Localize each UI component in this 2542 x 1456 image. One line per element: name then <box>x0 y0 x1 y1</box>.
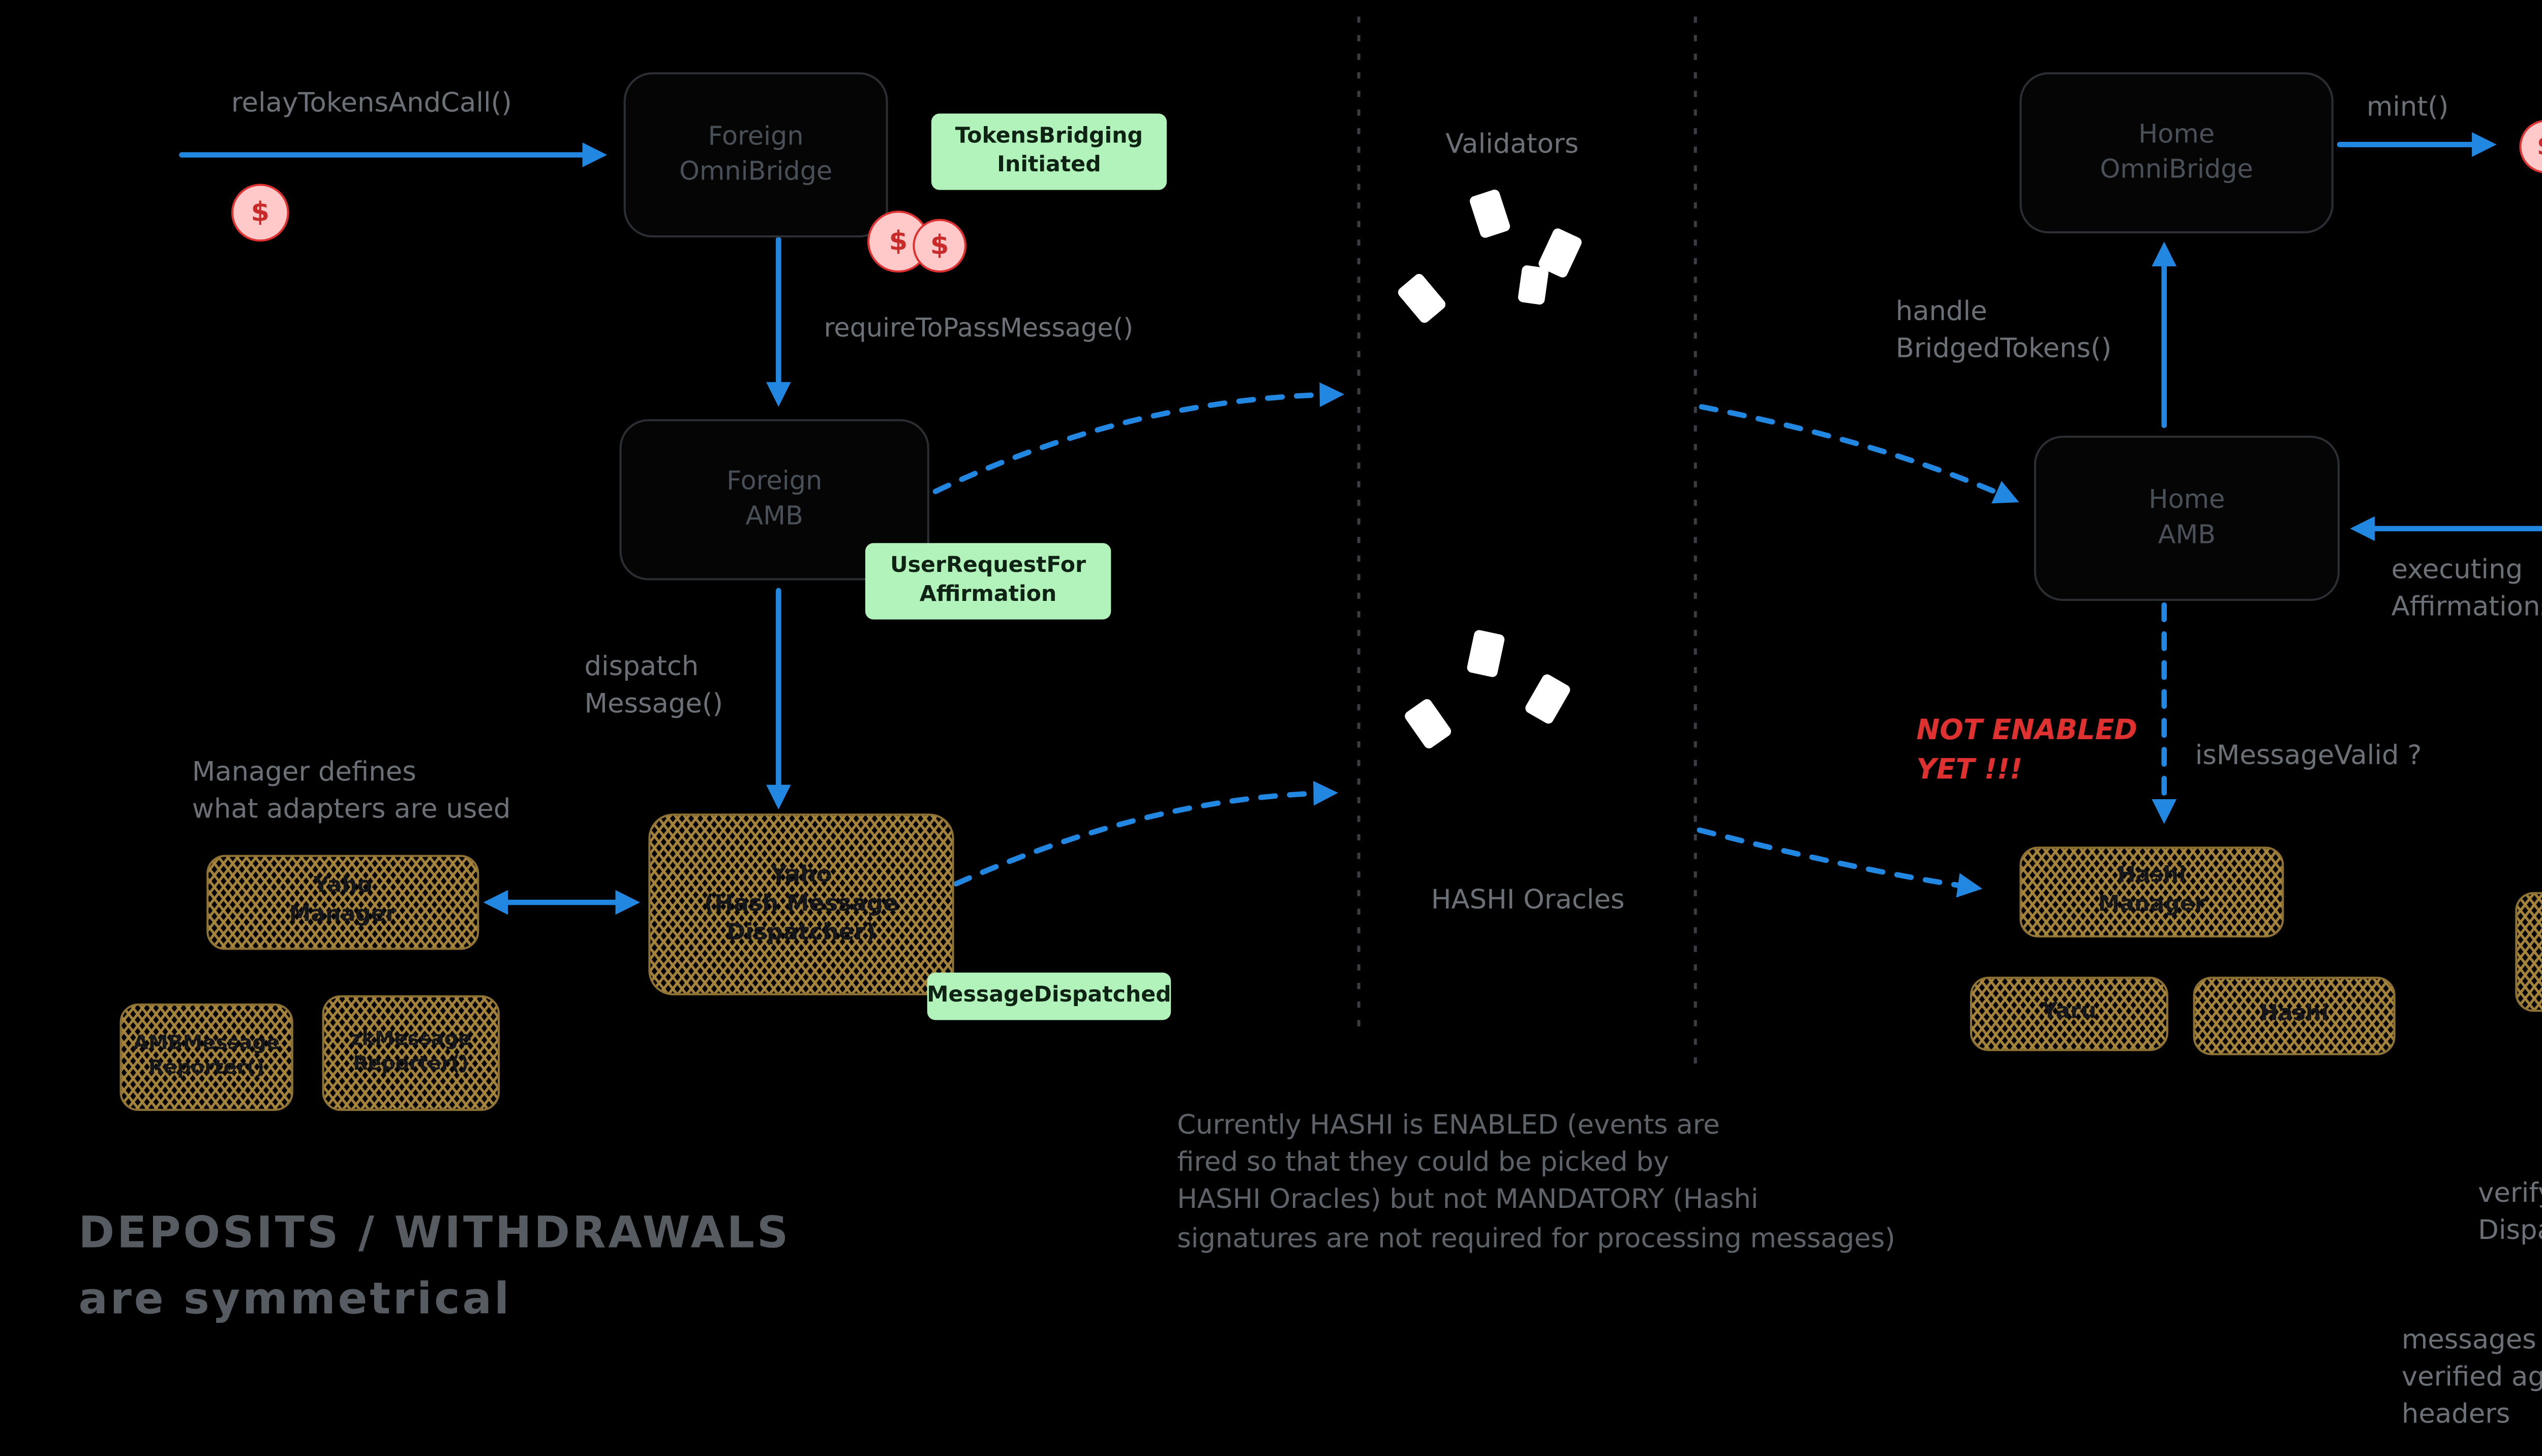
dollar-icon: $ <box>2537 131 2542 162</box>
validator-figure-icon <box>1468 188 1511 239</box>
badge-tokens-bridging-initiated: TokensBridging Initiated <box>931 113 1167 190</box>
badge-message-dispatched: MessageDispatched <box>927 973 1171 1020</box>
box-foreign-omnibridge: Foreign OmniBridge <box>623 72 888 238</box>
label-not-enabled-yet: NOT ENABLED YET !!! <box>1916 714 2137 787</box>
box-checkpoint-dapp: Checkpoint dApp <box>2515 892 2542 1012</box>
label-manager-defines: Manager defines what adapters are used <box>192 757 511 827</box>
label-hashi-oracles: HASHI Oracles <box>1431 886 1625 917</box>
label-verify-and-store: verifyAndStore DispatchedMessage() <box>2478 1179 2542 1248</box>
label-mint: mint() <box>2366 93 2449 124</box>
arrow-validators-to-home-amb <box>1699 404 2019 504</box>
dollar-icon: $ <box>251 197 270 228</box>
label-relay-tokens: relayTokensAndCall() <box>231 88 512 120</box>
oracle-figure-icon <box>1403 697 1454 751</box>
label-hashi-note: Currently HASHI is ENABLED (events are f… <box>1177 1111 1895 1255</box>
oracle-figure-icon <box>1466 629 1506 678</box>
label-is-message-valid: isMessageValid ? <box>2195 741 2422 773</box>
label-deposits-withdrawals: DEPOSITS / WITHDRAWALS are symmetrical <box>78 1208 791 1323</box>
dollar-coin: $ <box>2519 119 2542 174</box>
validator-figure-icon <box>1396 271 1448 325</box>
label-handle-bridged: handle BridgedTokens() <box>1895 297 2112 366</box>
box-hashi: Hashi <box>2193 977 2396 1055</box>
box-yaho: Yaho (Hash Message Dispatcher) <box>648 813 954 995</box>
dollar-coin: $ <box>913 219 966 273</box>
dollar-icon: $ <box>889 226 908 257</box>
label-require-to-pass: requireToPassMessage() <box>824 312 1134 343</box>
box-hashi-manager: Hashi Manager <box>2019 846 2284 938</box>
box-home-amb: Home AMB <box>2034 436 2340 601</box>
badge-user-request-for-affirmation: UserRequestFor Affirmation <box>865 543 1111 620</box>
arrow-amb-to-validators <box>932 382 1345 494</box>
label-messages-verified: messages verified against headers <box>2401 1325 2542 1432</box>
box-reporter-2: zkMessage Reporter() <box>322 995 500 1111</box>
box-yaho-manager: Yaho Manager <box>206 855 479 950</box>
box-home-omnibridge: Home OmniBridge <box>2019 72 2334 233</box>
oracle-figure-icon <box>1523 672 1572 726</box>
label-executing-affirmations: executing Affirmations() <box>2391 555 2542 624</box>
label-validators: Validators <box>1445 130 1579 161</box>
box-yaru: Yaru <box>1970 977 2168 1051</box>
arrow-oracles-to-hashi-manager <box>1697 827 1983 898</box>
dollar-coin: $ <box>231 184 289 242</box>
label-dispatch-message: dispatch Message() <box>584 652 723 721</box>
box-reporter-1: AMBMessage Reporter() <box>119 1004 293 1111</box>
dollar-icon: $ <box>930 230 949 261</box>
arrow-yaho-to-oracles <box>953 781 1339 887</box>
validator-figure-icon <box>1517 264 1550 306</box>
